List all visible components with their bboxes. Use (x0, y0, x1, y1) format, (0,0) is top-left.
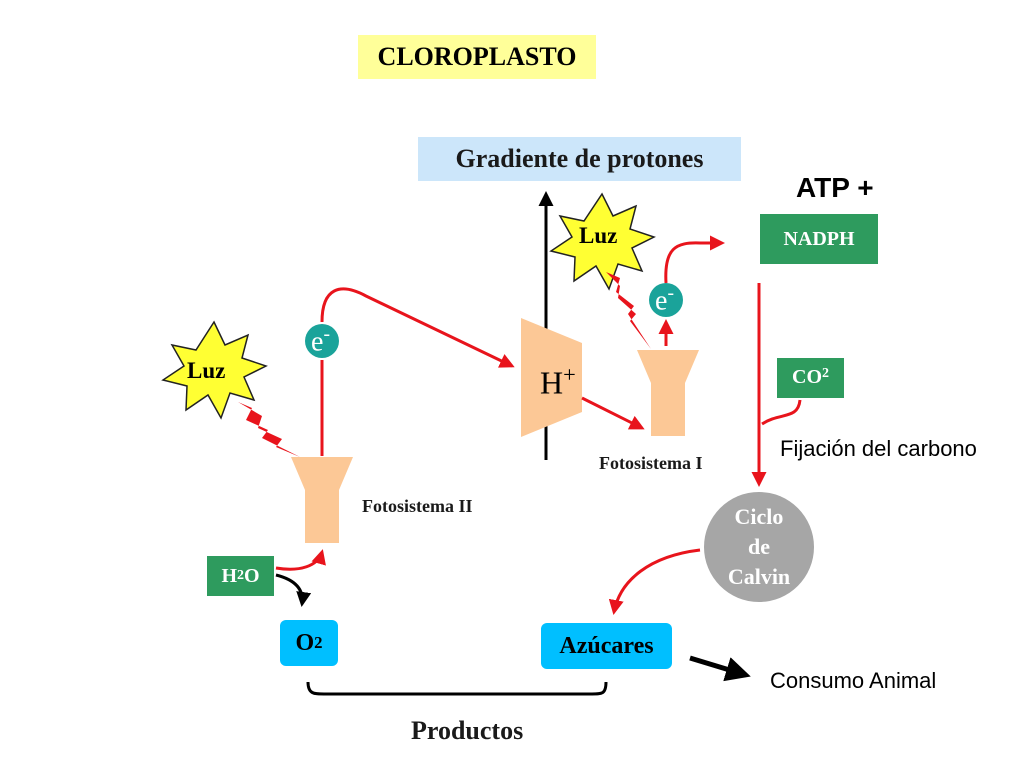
h2o-post: O (244, 564, 260, 587)
products-label: Productos (411, 716, 524, 745)
electron-left-sup: - (323, 324, 330, 345)
co2-sub: 2 (822, 366, 829, 381)
arrow-calvin-to-sugars (608, 548, 701, 615)
arrow-sugars-to-animal (689, 655, 751, 682)
proton-gradient-label: Gradiente de protones (418, 137, 741, 181)
sugars-box: Azúcares (541, 623, 672, 669)
atp-synthase-shape (521, 318, 582, 437)
calvin-line-3: Calvin (727, 564, 791, 589)
proton-main: H (540, 364, 564, 401)
electron-label-right: e- (655, 283, 674, 317)
arrow-electron-to-synthase (320, 287, 515, 368)
calvin-cycle-label: Ciclo de Calvin (704, 502, 814, 592)
light-label-right: Luz (579, 223, 618, 248)
photosystem-2-label: Fotosistema II (362, 496, 473, 516)
arrow-synthase-to-ps1 (581, 396, 645, 430)
h2o-pre: H (221, 564, 237, 587)
light-burst-right (549, 192, 656, 291)
electron-circle-left (305, 324, 339, 358)
products-bracket (306, 681, 608, 696)
calvin-line-2: de (748, 534, 770, 559)
electron-circle-right (649, 283, 683, 317)
light-label-left: Luz (187, 358, 226, 383)
co2-main: CO (792, 366, 822, 388)
proton-label: H+ (540, 362, 576, 402)
arrow-electron-to-nadph (664, 235, 725, 284)
carbon-fixation-label: Fijación del carbono (780, 436, 977, 461)
arrow-co2-to-line (761, 399, 802, 426)
o2-main: O (295, 629, 315, 656)
atp-label: ATP + (796, 172, 874, 203)
arrow-h2o-to-ps2 (275, 549, 326, 571)
calvin-cycle-circle (704, 492, 814, 602)
calvin-line-1: Ciclo (734, 504, 784, 529)
o2-sub: 2 (314, 633, 323, 652)
nadph-box: NADPH (760, 214, 878, 264)
lightning-left (238, 402, 300, 457)
photosystem-1-label: Fotosistema I (599, 453, 703, 473)
light-burst-left (161, 320, 268, 420)
lightning-right (606, 272, 651, 349)
electron-right-sup: - (667, 283, 674, 304)
animal-consumption-label: Consumo Animal (770, 668, 937, 693)
electron-right-main: e (655, 285, 668, 317)
arrow-h2o-to-o2 (275, 573, 312, 607)
electron-label-left: e- (311, 324, 330, 358)
electron-left-main: e (311, 326, 324, 358)
h2o-sub: 2 (237, 568, 244, 583)
photosystem-2-shape (291, 457, 353, 543)
photosystem-1-shape (637, 350, 699, 436)
chloroplast-title: CLOROPLASTO (358, 35, 596, 79)
proton-sup: + (563, 362, 576, 387)
